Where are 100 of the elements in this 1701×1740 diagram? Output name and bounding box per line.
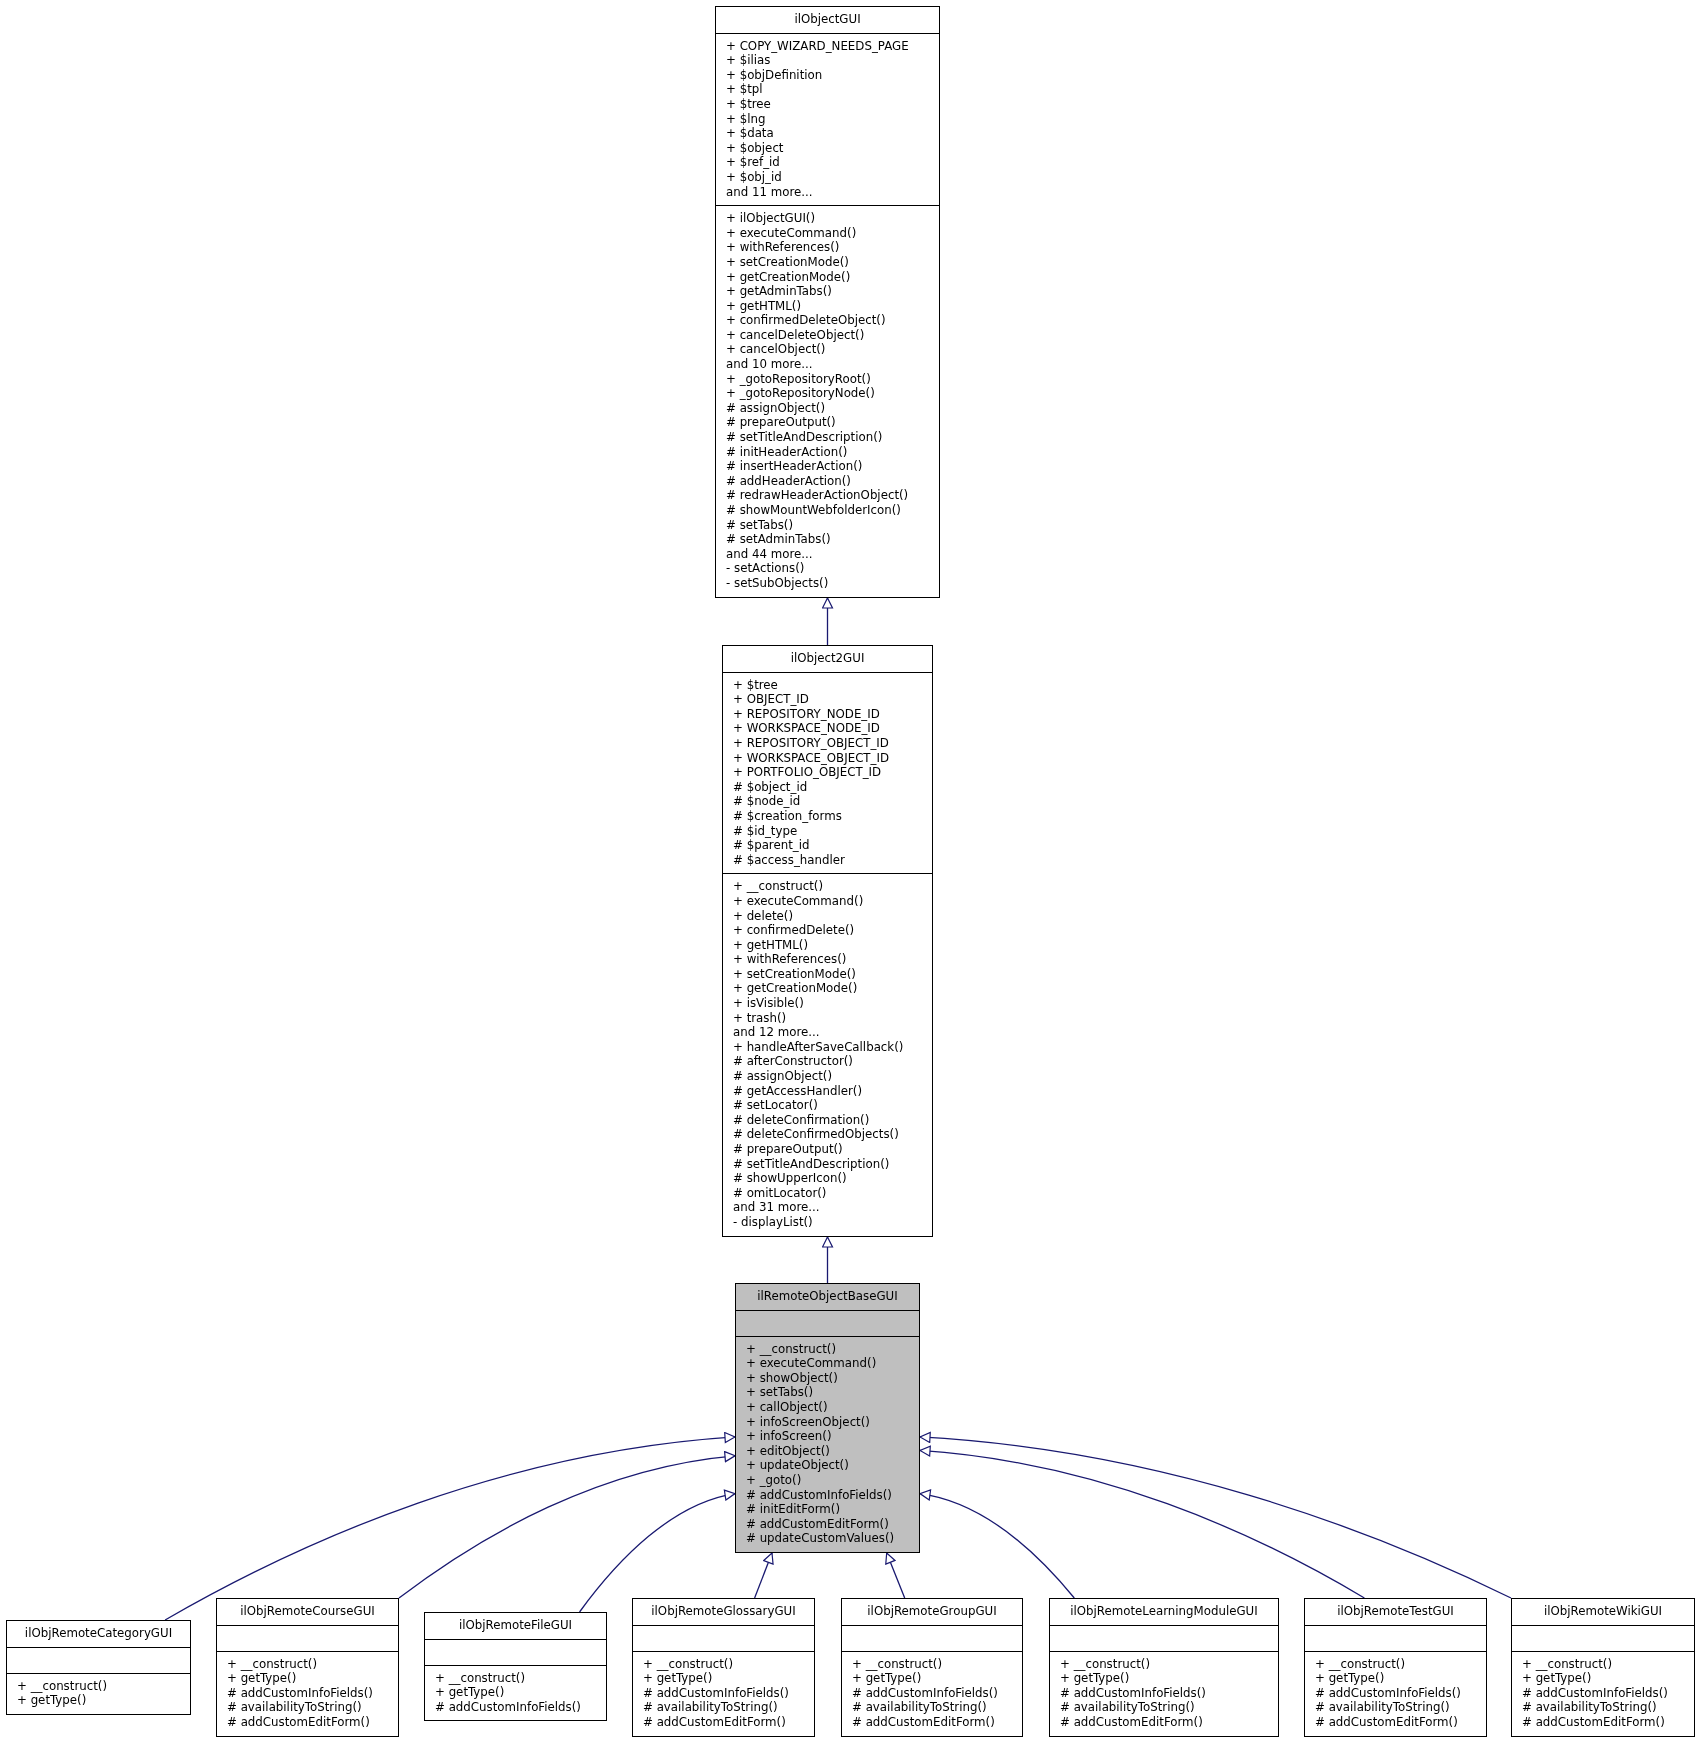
member-text: # deleteConfirmation() bbox=[733, 1112, 870, 1128]
member-text: # availabilityToString() bbox=[643, 1700, 778, 1715]
class-name: ilRemoteObjectBaseGUI bbox=[756, 1288, 899, 1305]
class-box bbox=[216, 1598, 399, 1737]
member-text: # afterConstructor() bbox=[733, 1054, 853, 1070]
member-text: + confirmedDeleteObject() bbox=[726, 313, 886, 328]
member-text: # setTitleAndDescription() bbox=[733, 1156, 890, 1172]
class-box bbox=[715, 6, 940, 598]
member-text: + _goto() bbox=[746, 1472, 802, 1488]
member-text: - setActions() bbox=[726, 561, 805, 576]
member-text: + $tpl bbox=[726, 82, 763, 97]
member-text: # deleteConfirmedObjects() bbox=[733, 1127, 899, 1142]
member-text: + getHTML() bbox=[733, 937, 809, 953]
member-text: + REPOSITORY_NODE_ID bbox=[733, 706, 880, 722]
member-text: + getType() bbox=[435, 1685, 505, 1700]
class-box bbox=[841, 1598, 1023, 1737]
inheritance-arrow bbox=[885, 1552, 906, 1599]
member-text: + setCreationMode() bbox=[733, 966, 856, 982]
member-text: + handleAfterSaveCallback() bbox=[733, 1039, 904, 1055]
member-text: # availabilityToString() bbox=[1060, 1700, 1195, 1715]
member-text: + WORKSPACE_OBJECT_ID bbox=[733, 750, 890, 766]
member-text: + getType() bbox=[643, 1671, 713, 1686]
member-text: # addCustomInfoFields() bbox=[1315, 1685, 1461, 1701]
member-text: # setTitleAndDescription() bbox=[726, 430, 883, 445]
member-text: and 10 more... bbox=[726, 357, 813, 372]
class-name: ilObject2GUI bbox=[789, 650, 866, 667]
member-text: + getCreationMode() bbox=[726, 269, 851, 285]
member-text: + isVisible() bbox=[733, 996, 804, 1011]
member-text: + delete() bbox=[733, 908, 793, 924]
member-text: + __construct() bbox=[227, 1656, 318, 1672]
member-text: # addCustomEditForm() bbox=[227, 1714, 370, 1730]
member-text: + __construct() bbox=[643, 1656, 734, 1672]
member-text: + __construct() bbox=[1315, 1656, 1406, 1672]
member-text: + executeCommand() bbox=[733, 893, 864, 909]
member-text: # addCustomEditForm() bbox=[643, 1714, 786, 1730]
member-text: + getType() bbox=[1060, 1671, 1130, 1686]
member-text: + $data bbox=[726, 126, 774, 141]
member-text: + _gotoRepositoryRoot() bbox=[726, 371, 871, 387]
member-text: # insertHeaderAction() bbox=[726, 459, 863, 474]
member-text: + __construct() bbox=[746, 1341, 837, 1357]
member-text: # addCustomInfoFields() bbox=[1060, 1685, 1206, 1701]
class-box bbox=[735, 1283, 920, 1553]
member-text: + $tree bbox=[726, 96, 771, 112]
class-name: ilObjRemoteCourseGUI bbox=[239, 1603, 376, 1620]
member-text: + cancelObject() bbox=[726, 342, 826, 358]
member-text: # $id_type bbox=[733, 823, 798, 839]
inheritance-arrow bbox=[919, 1489, 1075, 1599]
member-text: + $tree bbox=[733, 677, 778, 693]
class-box bbox=[1511, 1598, 1695, 1737]
member-text: + __construct() bbox=[1522, 1656, 1613, 1672]
member-text: + $ref_id bbox=[726, 155, 780, 170]
member-text: # addCustomInfoFields() bbox=[227, 1685, 373, 1701]
member-text: # setAdminTabs() bbox=[726, 532, 831, 547]
member-text: # $access_handler bbox=[733, 852, 845, 868]
member-text: + getType() bbox=[17, 1693, 87, 1708]
member-text: and 31 more... bbox=[733, 1200, 820, 1215]
member-text: + updateObject() bbox=[746, 1458, 849, 1473]
member-text: + __construct() bbox=[435, 1670, 526, 1686]
member-text: + WORKSPACE_NODE_ID bbox=[733, 721, 880, 736]
member-text: # $parent_id bbox=[733, 838, 810, 853]
member-text: + getAdminTabs() bbox=[726, 284, 832, 299]
member-text: + $lng bbox=[726, 111, 766, 127]
inheritance-arrow bbox=[578, 1490, 736, 1613]
member-text: + getCreationMode() bbox=[733, 981, 858, 997]
member-text: # availabilityToString() bbox=[1522, 1700, 1657, 1715]
member-text: + ilObjectGUI() bbox=[726, 211, 816, 226]
member-text: # updateCustomValues() bbox=[746, 1531, 895, 1546]
member-text: # prepareOutput() bbox=[726, 415, 836, 431]
member-text: # addCustomEditForm() bbox=[1315, 1714, 1458, 1730]
member-text: # addCustomEditForm() bbox=[1522, 1714, 1665, 1730]
member-text: # getAccessHandler() bbox=[733, 1083, 863, 1099]
member-text: # addCustomEditForm() bbox=[852, 1714, 995, 1730]
member-text: + OBJECT_ID bbox=[733, 692, 809, 707]
member-text: + $object bbox=[726, 140, 784, 156]
member-text: + executeCommand() bbox=[746, 1356, 877, 1371]
member-text: # addHeaderAction() bbox=[726, 473, 851, 489]
member-text: + getType() bbox=[1315, 1671, 1385, 1686]
inheritance-arrow bbox=[919, 1445, 1366, 1599]
member-text: # $creation_forms bbox=[733, 808, 842, 824]
member-text: # prepareOutput() bbox=[733, 1142, 843, 1157]
member-text: # addCustomInfoFields() bbox=[643, 1685, 789, 1701]
member-text: + trash() bbox=[733, 1010, 787, 1026]
class-name: ilObjRemoteLearningModuleGUI bbox=[1069, 1603, 1259, 1620]
class-box bbox=[632, 1598, 815, 1737]
class-name: ilObjectGUI bbox=[793, 11, 862, 28]
member-text: + __construct() bbox=[17, 1678, 108, 1694]
member-text: + confirmedDelete() bbox=[733, 923, 855, 938]
class-name: ilObjRemoteFileGUI bbox=[457, 1617, 574, 1634]
class-box bbox=[1049, 1598, 1279, 1737]
inheritance-arrow bbox=[919, 1432, 1512, 1599]
member-text: # showMountWebfolderIcon() bbox=[726, 503, 901, 518]
member-text: # initEditForm() bbox=[746, 1502, 841, 1517]
member-text: + PORTFOLIO_OBJECT_ID bbox=[733, 765, 882, 780]
member-text: + __construct() bbox=[852, 1656, 943, 1672]
class-name: ilObjRemoteWikiGUI bbox=[1542, 1603, 1664, 1620]
inheritance-arrow bbox=[753, 1552, 774, 1599]
member-text: - displayList() bbox=[733, 1214, 813, 1230]
member-text: + __construct() bbox=[1060, 1656, 1151, 1672]
member-text: - setSubObjects() bbox=[726, 575, 829, 591]
member-text: # $object_id bbox=[733, 779, 808, 795]
